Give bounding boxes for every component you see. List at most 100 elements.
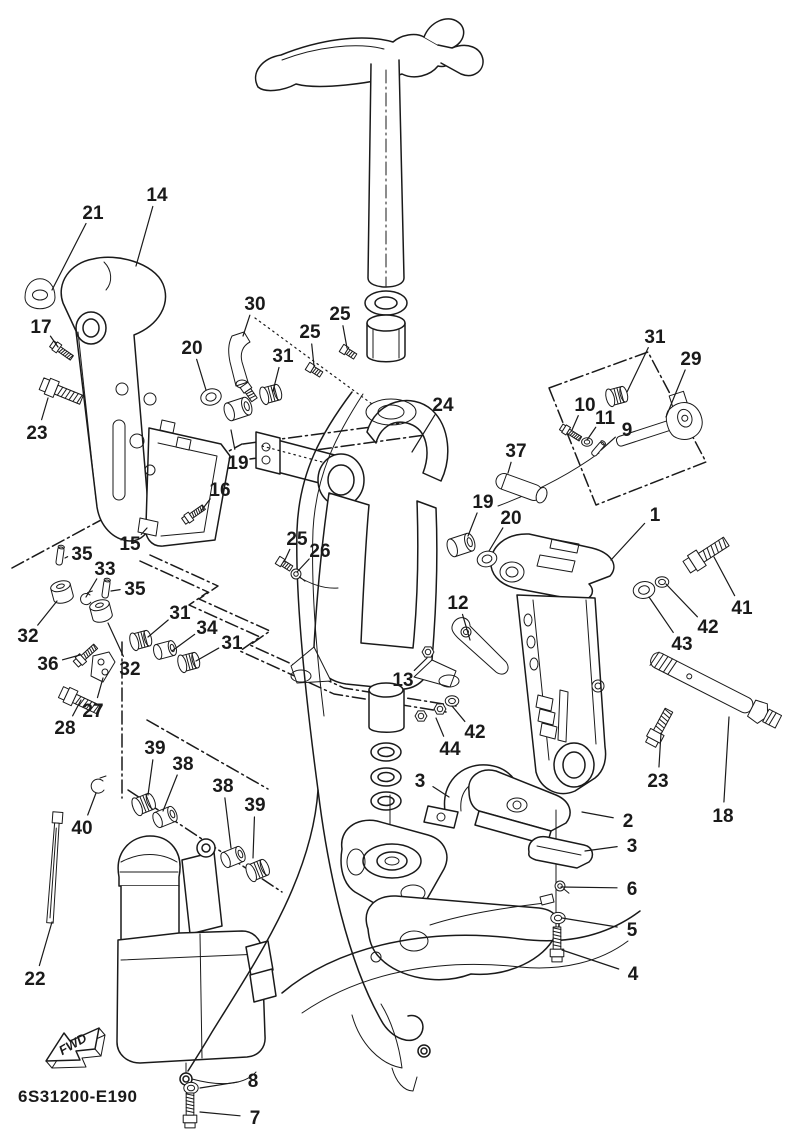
- callout-38-51: 38: [172, 754, 193, 775]
- callout-4-49: 4: [628, 964, 639, 985]
- leader-line-20-17: [489, 528, 503, 551]
- callout-9-14: 9: [622, 420, 633, 441]
- bolt-41: [681, 533, 732, 576]
- leader-line-22-55: [39, 922, 52, 966]
- washer-20-left: [198, 385, 224, 409]
- leader-line-8-56: [200, 1082, 238, 1088]
- nut-44-b: [433, 703, 447, 715]
- callout-32-25: 32: [17, 626, 38, 647]
- plate-12: [451, 617, 509, 675]
- callout-27-31: 27: [82, 701, 103, 722]
- grommet-31-b: [603, 384, 630, 409]
- leader-line-12-35: [463, 614, 470, 640]
- clip-33: [80, 590, 93, 606]
- leader-line-26-34: [297, 559, 309, 572]
- leader-line-7-57: [200, 1112, 240, 1116]
- callout-24-9: 24: [432, 395, 454, 416]
- callout-20-17: 20: [500, 508, 521, 529]
- leader-line-13-36: [414, 658, 427, 670]
- leader-line-42-41: [666, 584, 697, 617]
- callout-31-28: 31: [221, 633, 243, 654]
- cap-nut-21: [24, 278, 56, 310]
- stay-30: [228, 331, 251, 389]
- callout-7-57: 7: [250, 1108, 261, 1129]
- leader-line-35-24: [111, 590, 120, 591]
- leader-line-31-26: [148, 620, 168, 637]
- washer-43: [631, 579, 657, 601]
- callout-35-22: 35: [71, 544, 93, 565]
- swivel-bracket: [256, 399, 459, 732]
- callout-33-23: 33: [94, 559, 115, 580]
- callout-29-11: 29: [680, 349, 701, 370]
- callout-1-18: 1: [650, 505, 661, 526]
- callout-5-48: 5: [627, 920, 638, 941]
- bolt-7: [182, 1092, 198, 1129]
- screw-25-c: [274, 555, 294, 573]
- lower-oring-stack: [371, 743, 401, 810]
- leader-line-15-21: [141, 528, 147, 534]
- leader-line-41-40: [714, 557, 735, 596]
- leader-line-31-28: [196, 648, 219, 661]
- callout-25-6: 25: [299, 322, 321, 343]
- callout-2-45: 2: [623, 811, 634, 832]
- steering-shaft-oring: [365, 291, 407, 315]
- leader-line-19-19: [231, 430, 235, 449]
- bushing-19-right: [444, 531, 478, 559]
- lower-mount-housing: [282, 795, 640, 1091]
- terminal-9: [590, 439, 607, 458]
- grommet-31-a: [257, 382, 284, 407]
- cable-tie-22: [44, 811, 64, 924]
- leader-line-20-5: [197, 359, 206, 390]
- pin-35-a: [55, 544, 66, 566]
- leader-line-23-3: [42, 398, 48, 420]
- grommet-39-b: [243, 856, 273, 884]
- callout-17-2: 17: [30, 317, 51, 338]
- callout-42-37: 42: [464, 722, 485, 743]
- leader-line-39-50: [148, 760, 153, 795]
- leader-line-23-43: [659, 733, 661, 767]
- mount-clamps: [424, 765, 592, 952]
- callout-15-21: 15: [119, 534, 141, 555]
- callout-31-26: 31: [169, 603, 191, 624]
- callout-28-32: 28: [54, 718, 75, 739]
- callout-22-55: 22: [24, 969, 45, 990]
- leader-line-35-22: [65, 557, 68, 558]
- callout-25-33: 25: [286, 529, 308, 550]
- nut-13: [421, 646, 435, 658]
- leader-line-31-10: [627, 348, 648, 392]
- leader-line-3-39: [433, 787, 449, 797]
- leader-line-40-54: [88, 793, 96, 815]
- callout-12-35: 12: [447, 593, 468, 614]
- callout-23-3: 23: [26, 423, 47, 444]
- callout-3-46: 3: [627, 836, 638, 857]
- callout-41-40: 41: [731, 598, 753, 619]
- callout-19-19: 19: [227, 453, 248, 474]
- bushing-19-left: [221, 395, 255, 423]
- callout-38-52: 38: [212, 776, 233, 797]
- leader-line-25-33: [284, 549, 290, 562]
- leader-line-18-44: [724, 717, 729, 802]
- leader-line-11-13: [587, 427, 596, 440]
- leader-line-14-1: [136, 206, 153, 266]
- callout-26-34: 26: [309, 541, 330, 562]
- leader-line-24-9: [412, 415, 435, 452]
- starboard-clamp-bracket: [491, 534, 614, 794]
- callout-8-56: 8: [248, 1071, 259, 1092]
- leader-line-9-14: [601, 437, 615, 450]
- callout-34-27: 34: [196, 618, 218, 639]
- callout-30-4: 30: [244, 294, 265, 315]
- callout-21-0: 21: [82, 203, 104, 224]
- leader-line-38-52: [225, 798, 231, 848]
- grommet-31-d: [175, 650, 202, 675]
- leader-line-38-51: [163, 775, 177, 811]
- leader-line-39-53: [253, 817, 254, 858]
- callout-39-53: 39: [244, 795, 265, 816]
- pin-37: [493, 470, 550, 505]
- leader-line-44-38: [436, 718, 444, 736]
- bolt-23-right: [643, 706, 677, 749]
- pin-35-b: [101, 577, 112, 599]
- callout-19-16: 19: [472, 492, 493, 513]
- leader-line-32-25: [38, 601, 57, 625]
